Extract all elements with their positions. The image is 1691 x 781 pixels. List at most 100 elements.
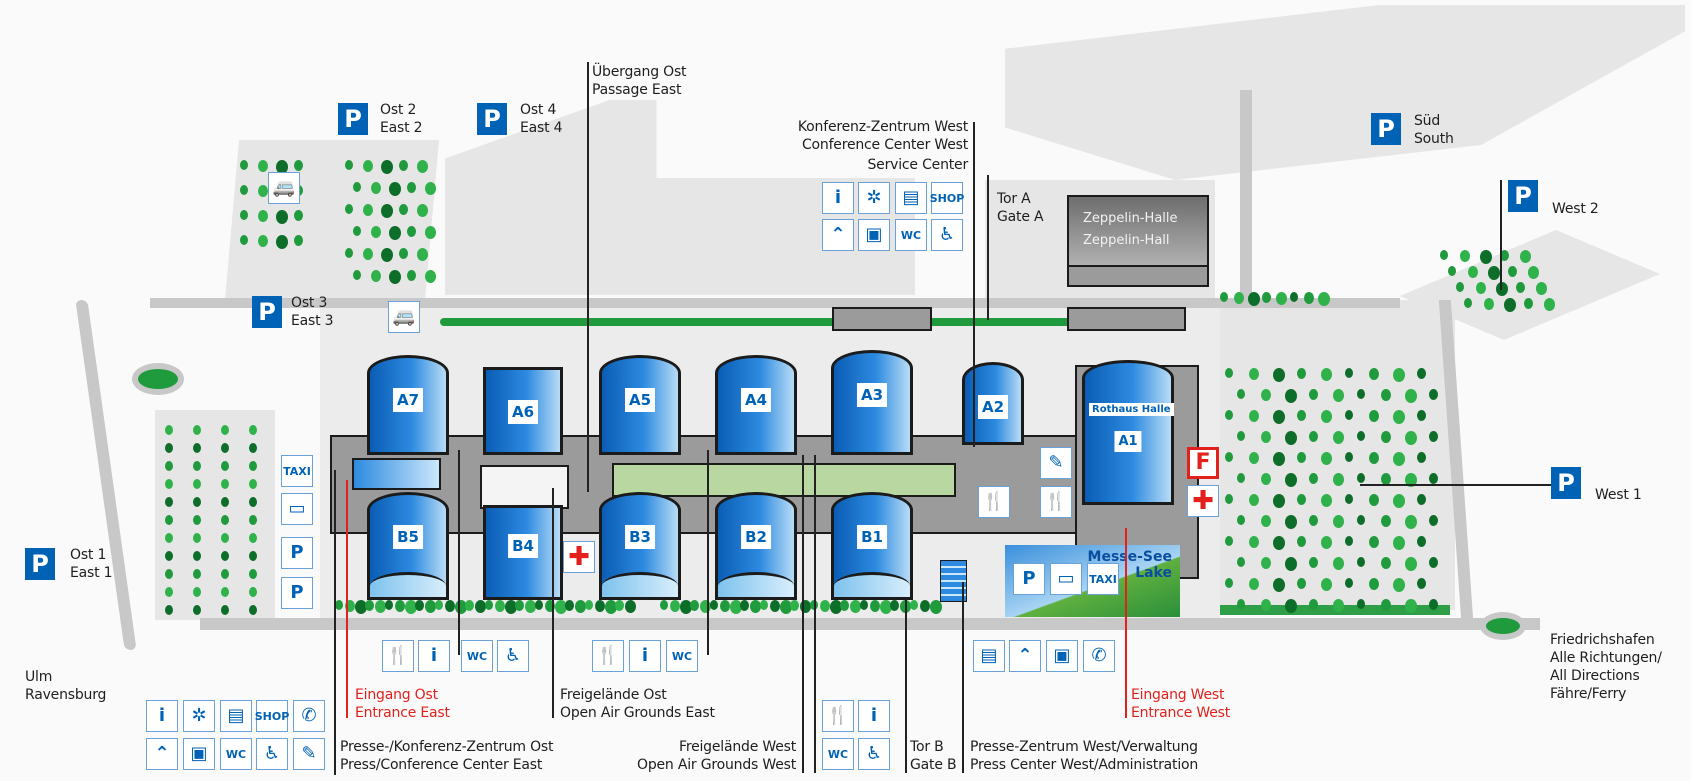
wc-disabled-icon[interactable]: ♿	[858, 738, 890, 770]
hall-a6[interactable]: A6	[483, 367, 563, 455]
tree	[1249, 536, 1259, 548]
restaurant-icon[interactable]: 🍴	[822, 700, 854, 732]
wc-icon[interactable]: WC	[895, 219, 927, 251]
restaurant-icon[interactable]: 🍴	[1040, 486, 1072, 518]
parking-icon-ost3: P	[252, 296, 282, 328]
hall-a7[interactable]: A7	[367, 355, 449, 455]
zeppelin-hall[interactable]: Zeppelin-Halle Zeppelin-Hall	[1067, 195, 1209, 287]
tree	[240, 210, 248, 220]
tree	[1484, 298, 1494, 310]
leader-open-air-west-1	[802, 455, 804, 773]
shop-icon[interactable]: SHOP	[930, 182, 964, 214]
parking-disabled-icon[interactable]: P	[1013, 563, 1045, 595]
wc-icon[interactable]: WC	[461, 640, 493, 672]
phone-icon[interactable]: ✆	[1083, 640, 1115, 672]
luggage-icon[interactable]: ▣	[183, 738, 215, 770]
wc-icon[interactable]: WC	[220, 738, 252, 770]
shop-icon[interactable]: SHOP	[255, 700, 289, 732]
wc-icon[interactable]: WC	[666, 640, 698, 672]
tree	[1393, 578, 1405, 592]
parking-label-west2[interactable]: West 2	[1552, 201, 1599, 217]
cloakroom-icon[interactable]: ⌃	[822, 219, 854, 251]
wc-icon[interactable]: WC	[822, 738, 854, 770]
tree	[249, 605, 257, 615]
hall-a3[interactable]: A3	[831, 350, 913, 455]
camper-icon[interactable]: 🚐	[268, 172, 300, 204]
leader-press-east	[334, 470, 336, 775]
tree	[240, 160, 248, 170]
press-icon[interactable]: ✎	[293, 738, 325, 770]
atm-icon[interactable]: ▤	[895, 182, 927, 214]
parking-ost4-de: Ost 4	[520, 102, 557, 118]
hall-a4[interactable]: A4	[715, 355, 797, 455]
cloakroom-icon[interactable]: ⌃	[146, 738, 178, 770]
first-aid-icon[interactable]: ✚	[1187, 485, 1219, 517]
hall-b5[interactable]: B5	[367, 492, 449, 600]
tree	[1381, 599, 1391, 611]
first-aid-icon[interactable]: ✚	[563, 541, 595, 573]
meeting-point-icon[interactable]: ✲	[858, 182, 890, 214]
press-icon[interactable]: ✎	[1040, 447, 1072, 479]
restaurant-icon[interactable]: 🍴	[382, 640, 414, 672]
parking-icon-ost2: P	[338, 103, 368, 135]
cloakroom-icon[interactable]: ⌃	[1009, 640, 1041, 672]
tree	[193, 461, 201, 471]
tree	[363, 160, 373, 172]
tree	[1429, 557, 1438, 568]
hall-b3[interactable]: B3	[599, 492, 681, 600]
meeting-point-icon[interactable]: ✲	[183, 700, 215, 732]
tree	[221, 479, 229, 489]
bus-icon[interactable]: ▭	[1050, 563, 1082, 595]
tree	[1237, 557, 1245, 567]
info-icon[interactable]: i	[146, 700, 178, 732]
parking-label-west1[interactable]: West 1	[1595, 487, 1642, 503]
hall-b1[interactable]: B1	[831, 492, 913, 600]
hall-a5[interactable]: A5	[599, 355, 681, 455]
parking-bus-icon[interactable]: P	[281, 577, 313, 609]
tree	[363, 204, 373, 216]
wc-disabled-icon[interactable]: ♿	[256, 738, 288, 770]
restaurant-icon[interactable]: 🍴	[592, 640, 624, 672]
hall-a1-rothaus[interactable]: Rothaus Halle A1	[1082, 360, 1174, 505]
tree	[465, 600, 474, 611]
tree	[1262, 292, 1271, 303]
info-icon[interactable]: i	[629, 640, 661, 672]
tree	[545, 600, 555, 612]
info-icon[interactable]: i	[822, 182, 854, 214]
fire-station-icon[interactable]: F	[1187, 447, 1219, 479]
tree	[1536, 282, 1547, 295]
info-icon[interactable]: i	[418, 640, 450, 672]
info-icon[interactable]: i	[858, 700, 890, 732]
tree	[345, 248, 353, 258]
tree	[1249, 494, 1259, 506]
camper-icon[interactable]: 🚐	[388, 301, 420, 333]
open-air-grounds-inner	[612, 463, 956, 497]
hall-a4-label: A4	[740, 388, 772, 412]
bus-icon[interactable]: ▭	[281, 493, 313, 525]
taxi-icon[interactable]: TAXI	[1087, 563, 1119, 595]
restaurant-icon[interactable]: 🍴	[978, 486, 1010, 518]
wc-disabled-icon[interactable]: ♿	[497, 640, 529, 672]
atm-icon[interactable]: ▤	[973, 640, 1005, 672]
luggage-icon[interactable]: ▣	[1046, 640, 1078, 672]
luggage-icon[interactable]: ▣	[858, 219, 890, 251]
parking-disabled-icon[interactable]: P	[281, 537, 313, 569]
taxi-icon[interactable]: TAXI	[281, 455, 313, 487]
wc-disabled-icon[interactable]: ♿	[931, 219, 963, 251]
atm-icon[interactable]: ▤	[220, 700, 252, 732]
tree	[353, 182, 361, 192]
hall-b4[interactable]: B4	[483, 505, 563, 600]
hall-b2[interactable]: B2	[715, 492, 797, 600]
hall-a2[interactable]: A2	[962, 362, 1024, 445]
phone-icon[interactable]: ✆	[293, 700, 325, 732]
leader-gate-a	[987, 175, 989, 320]
passage-east-en: Passage East	[592, 82, 682, 98]
tree	[615, 600, 624, 611]
tree	[1393, 536, 1405, 550]
tree	[381, 248, 393, 262]
